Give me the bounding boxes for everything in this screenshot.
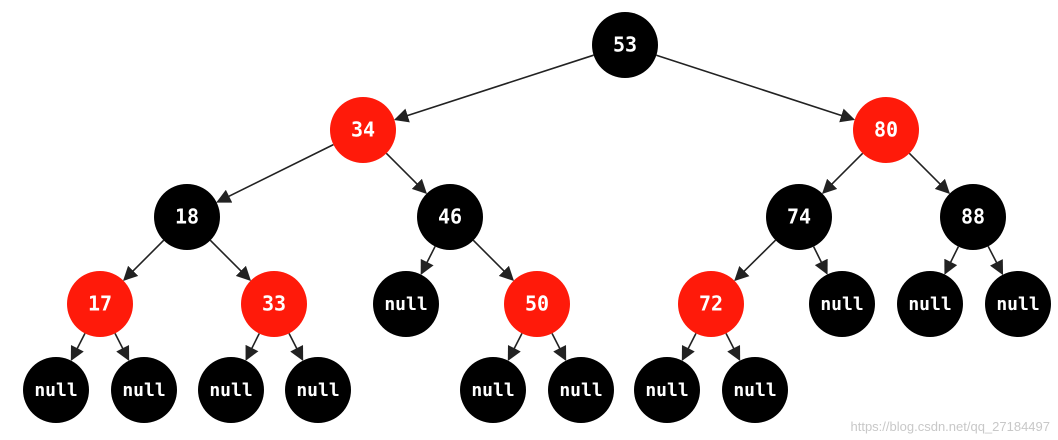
node-circle <box>417 184 483 250</box>
edge-n46-n50 <box>472 239 514 281</box>
tree-node-88: 88 <box>940 184 1006 250</box>
node-label: null <box>471 380 514 401</box>
tree-node-46: 46 <box>417 184 483 250</box>
node-circle <box>592 12 658 78</box>
tree-node-34: 34 <box>330 97 396 163</box>
edge-n17-n17L <box>70 333 86 362</box>
edge-n72-n72R <box>725 333 741 362</box>
node-circle <box>241 271 307 337</box>
edge-n80-n74 <box>822 152 864 194</box>
node-label: 33 <box>262 292 286 316</box>
edge-n18-n33 <box>209 239 251 281</box>
node-label: 50 <box>525 292 549 316</box>
null-leaf-node: null <box>634 357 700 423</box>
edges <box>70 54 1004 362</box>
tree-node-50: 50 <box>504 271 570 337</box>
node-label: 88 <box>961 205 985 229</box>
null-leaf-node: null <box>897 271 963 337</box>
node-circle <box>940 184 1006 250</box>
node-label: 72 <box>699 292 723 316</box>
edge-n88-n88R <box>987 245 1004 276</box>
node-label: null <box>645 380 688 401</box>
node-label: null <box>996 294 1039 315</box>
edge-n80-n88 <box>908 152 950 194</box>
tree-node-33: 33 <box>241 271 307 337</box>
null-leaf-node: null <box>722 357 788 423</box>
edge-n18-n17 <box>123 239 165 281</box>
edge-n72-n72L <box>681 333 697 362</box>
node-circle <box>460 357 526 423</box>
node-circle <box>897 271 963 337</box>
node-circle <box>198 357 264 423</box>
tree-node-74: 74 <box>766 184 832 250</box>
node-circle <box>154 184 220 250</box>
node-circle <box>285 357 351 423</box>
edge-n53-n34 <box>393 54 594 123</box>
tree-node-80: 80 <box>853 97 919 163</box>
null-leaf-node: null <box>373 271 439 337</box>
edge-n74-n72 <box>734 239 777 282</box>
node-circle <box>853 97 919 163</box>
node-label: 80 <box>874 118 898 142</box>
node-circle <box>634 357 700 423</box>
tree-node-72: 72 <box>678 271 744 337</box>
node-circle <box>678 271 744 337</box>
node-label: null <box>34 380 77 401</box>
node-label: 53 <box>613 33 637 57</box>
edge-n34-n46 <box>385 152 427 194</box>
null-leaf-node: null <box>23 357 89 423</box>
null-leaf-node: null <box>111 357 177 423</box>
node-circle <box>809 271 875 337</box>
edge-n74-n74R <box>812 246 828 275</box>
edge-n34-n18 <box>216 143 334 203</box>
node-label: null <box>209 380 252 401</box>
edge-n50-n50L <box>507 333 523 362</box>
node-label: 74 <box>787 205 811 229</box>
edge-n33-n33L <box>245 333 260 361</box>
node-label: 18 <box>175 205 199 229</box>
null-leaf-node: null <box>809 271 875 337</box>
edge-n46-n46L <box>420 246 436 275</box>
node-label: null <box>559 380 602 401</box>
node-circle <box>548 357 614 423</box>
null-leaf-node: null <box>460 357 526 423</box>
node-circle <box>23 357 89 423</box>
node-label: null <box>384 294 427 315</box>
node-circle <box>111 357 177 423</box>
node-circle <box>722 357 788 423</box>
tree-node-18: 18 <box>154 184 220 250</box>
node-label: null <box>733 380 776 401</box>
null-leaf-node: null <box>548 357 614 423</box>
edge-n88-n88L <box>944 246 960 275</box>
node-label: 34 <box>351 118 375 142</box>
node-circle <box>67 271 133 337</box>
tree-node-17: 17 <box>67 271 133 337</box>
node-label: null <box>296 380 339 401</box>
null-leaf-node: null <box>285 357 351 423</box>
edge-n53-n80 <box>656 54 856 123</box>
null-leaf-node: null <box>198 357 264 423</box>
node-circle <box>330 97 396 163</box>
node-circle <box>504 271 570 337</box>
tree-node-53: 53 <box>592 12 658 78</box>
edge-n17-n17R <box>114 333 130 362</box>
nodes: 53 34 80 18 46 74 88 17 33 null 50 72 null null null nu… <box>23 12 1051 423</box>
node-circle <box>766 184 832 250</box>
edge-n50-n50R <box>551 333 567 362</box>
node-label: 17 <box>88 292 112 316</box>
node-label: null <box>122 380 165 401</box>
watermark: https://blog.csdn.net/qq_27184497 <box>850 419 1051 434</box>
edge-n33-n33R <box>288 333 304 362</box>
node-circle <box>373 271 439 337</box>
node-circle <box>985 271 1051 337</box>
node-label: 46 <box>438 205 462 229</box>
node-label: null <box>820 294 863 315</box>
node-label: null <box>908 294 951 315</box>
null-leaf-node: null <box>985 271 1051 337</box>
